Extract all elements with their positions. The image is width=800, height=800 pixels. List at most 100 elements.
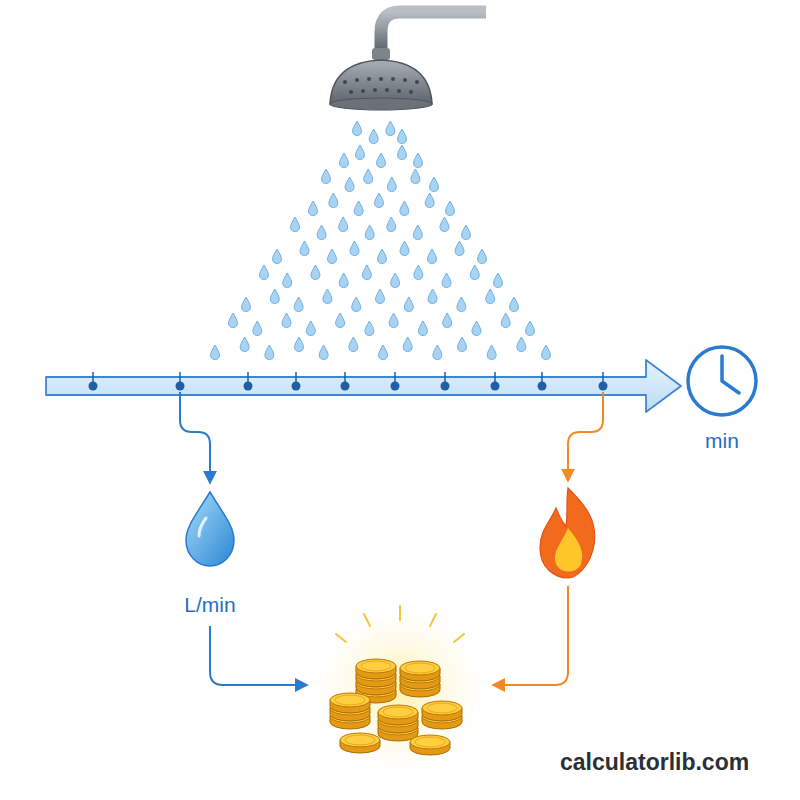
coin-rim bbox=[335, 695, 365, 705]
energy-to-cost-line bbox=[494, 586, 568, 685]
water-drop bbox=[309, 201, 318, 216]
tick-dot bbox=[441, 382, 450, 391]
coin-rim bbox=[405, 663, 435, 673]
unit-label: min bbox=[705, 429, 739, 453]
coin-rim bbox=[427, 703, 457, 713]
flow-to-cost-line bbox=[210, 626, 306, 685]
water-drop bbox=[322, 169, 331, 184]
water-drop bbox=[425, 193, 434, 208]
water-drop bbox=[340, 153, 349, 168]
coin-face bbox=[378, 705, 418, 719]
tick-mark bbox=[391, 372, 400, 391]
water-drop bbox=[352, 297, 361, 312]
water-drop bbox=[443, 313, 452, 328]
coin-rim bbox=[345, 735, 375, 745]
water-drop bbox=[353, 121, 362, 136]
water-drop bbox=[455, 241, 464, 256]
water-drop bbox=[375, 193, 384, 208]
tick-stem bbox=[179, 372, 181, 386]
water-drop bbox=[418, 321, 427, 336]
water-drop bbox=[414, 153, 423, 168]
water-drop bbox=[362, 265, 371, 280]
time-axis-arrow bbox=[46, 360, 681, 412]
tick-dot bbox=[89, 382, 98, 391]
water-drop bbox=[336, 313, 345, 328]
water-drop bbox=[440, 217, 449, 232]
water-drop bbox=[413, 225, 422, 240]
water-drop bbox=[350, 241, 359, 256]
water-drop bbox=[486, 289, 495, 304]
unit-label: L/min bbox=[184, 593, 235, 617]
coin-stack bbox=[378, 705, 418, 741]
water-drop bbox=[458, 337, 467, 352]
water-drop bbox=[387, 177, 396, 192]
water-drop bbox=[306, 321, 315, 336]
water-drop bbox=[391, 273, 400, 288]
water-drop bbox=[478, 249, 487, 264]
coin-stack bbox=[410, 735, 450, 755]
water-drop bbox=[273, 249, 282, 264]
water-drops bbox=[211, 121, 551, 360]
water-drop bbox=[339, 217, 348, 232]
tick-dot bbox=[538, 382, 547, 391]
clock-hands bbox=[722, 356, 739, 393]
nozzle-hole bbox=[355, 78, 359, 82]
water-drop bbox=[282, 313, 291, 328]
tick-dot bbox=[391, 382, 400, 391]
shower-neck bbox=[372, 48, 390, 60]
water-drop bbox=[253, 321, 262, 336]
tick-dot bbox=[292, 382, 301, 391]
flame-icon bbox=[540, 488, 595, 578]
coin-rays bbox=[336, 606, 464, 642]
water-drop bbox=[329, 193, 338, 208]
water-drop bbox=[211, 345, 220, 360]
water-drop bbox=[542, 345, 551, 360]
water-drop bbox=[319, 345, 328, 360]
water-drop bbox=[501, 313, 510, 328]
water-drop bbox=[387, 217, 396, 232]
water-drop bbox=[240, 337, 249, 352]
water-drop bbox=[376, 289, 385, 304]
flame-core bbox=[555, 528, 582, 572]
water-drop bbox=[442, 273, 451, 288]
water-drop bbox=[462, 225, 471, 240]
water-drop bbox=[242, 297, 251, 312]
tick-mark bbox=[244, 372, 253, 391]
water-drop bbox=[317, 225, 326, 240]
flow-leader bbox=[180, 392, 210, 482]
water-drop bbox=[472, 321, 481, 336]
water-drop bbox=[510, 297, 519, 312]
coin-rim bbox=[415, 737, 445, 747]
coin-stack bbox=[422, 701, 462, 729]
water-drop bbox=[389, 313, 398, 328]
coin-glow bbox=[318, 608, 482, 772]
water-drop bbox=[398, 145, 407, 160]
water-drop bbox=[457, 297, 466, 312]
tick-mark bbox=[538, 372, 547, 391]
water-drop bbox=[378, 249, 387, 264]
nozzle-hole bbox=[385, 88, 389, 92]
water-drop bbox=[328, 249, 337, 264]
nozzle-hole bbox=[361, 89, 365, 93]
water-drop bbox=[517, 337, 526, 352]
tick-mark bbox=[341, 372, 350, 391]
water-drop bbox=[270, 289, 279, 304]
water-drop bbox=[365, 321, 374, 336]
water-drop bbox=[398, 129, 407, 144]
water-drop-icon bbox=[186, 492, 234, 566]
coin-stack bbox=[400, 661, 440, 697]
nozzle-hole bbox=[349, 90, 353, 94]
nozzle-hole bbox=[397, 89, 401, 93]
nozzle-hole bbox=[409, 90, 413, 94]
tick-mark bbox=[89, 372, 98, 391]
coin-stacks bbox=[330, 659, 462, 755]
nozzle-hole bbox=[367, 77, 371, 81]
water-drop bbox=[265, 345, 274, 360]
tick-mark bbox=[292, 372, 301, 391]
water-drop bbox=[364, 169, 373, 184]
water-drop bbox=[377, 153, 386, 168]
coin-face bbox=[400, 661, 440, 675]
water-drop bbox=[294, 297, 303, 312]
